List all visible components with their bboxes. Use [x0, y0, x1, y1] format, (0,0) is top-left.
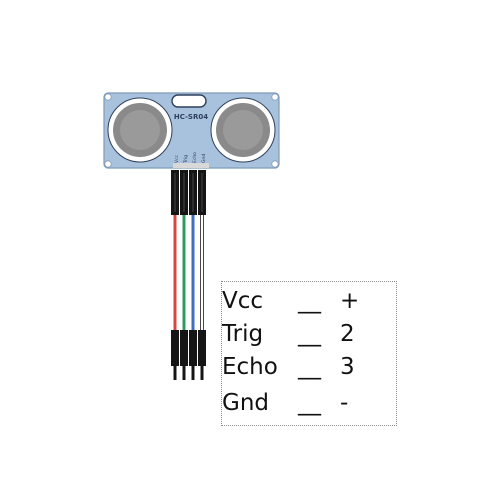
legend-pin-name: Vcc: [222, 288, 264, 314]
legend-pin-name: Echo: [222, 354, 278, 380]
receiver-transducer: [210, 97, 276, 163]
pin-label-gnd: Gnd: [201, 154, 207, 163]
transmitter-transducer: [107, 97, 173, 163]
pin-label-vcc: Vcc: [174, 154, 180, 163]
top-connectors: [171, 170, 206, 215]
mounting-hole: [104, 93, 112, 101]
legend-separator: __: [298, 321, 321, 347]
connector-trig-end: [180, 330, 188, 366]
pin-label-trig: Trig: [183, 155, 189, 164]
legend-arduino-pin: 3: [340, 354, 355, 380]
bottom-connectors: [171, 330, 206, 380]
legend-arduino-pin: +: [340, 288, 360, 314]
crystal-oscillator: [171, 94, 207, 108]
mounting-hole: [271, 93, 279, 101]
pin-header: [173, 163, 209, 168]
legend-pin-name: Trig: [222, 321, 264, 347]
mounting-hole: [271, 160, 279, 168]
legend-pin-name: Gnd: [222, 390, 269, 416]
legend-separator: __: [298, 354, 321, 380]
legend-separator: __: [298, 390, 321, 416]
mounting-hole: [104, 160, 112, 168]
ultrasonic-sensor-module: HC-SR04 Vcc Trig Echo Gnd: [103, 92, 280, 169]
legend-arduino-pin: 2: [340, 321, 355, 347]
connector-echo-end: [189, 330, 197, 366]
jumper-wires: [173, 215, 204, 330]
pin-label-echo: Echo: [192, 152, 198, 163]
pin-mapping-legend: Vcc __ + Trig __ 2 Echo __ 3 Gnd __ -: [221, 281, 397, 426]
module-label: HC-SR04: [174, 113, 208, 121]
legend-arduino-pin: -: [340, 390, 349, 416]
connector-vcc-end: [171, 330, 179, 366]
legend-separator: __: [298, 288, 321, 314]
connector-gnd-end: [198, 330, 206, 366]
